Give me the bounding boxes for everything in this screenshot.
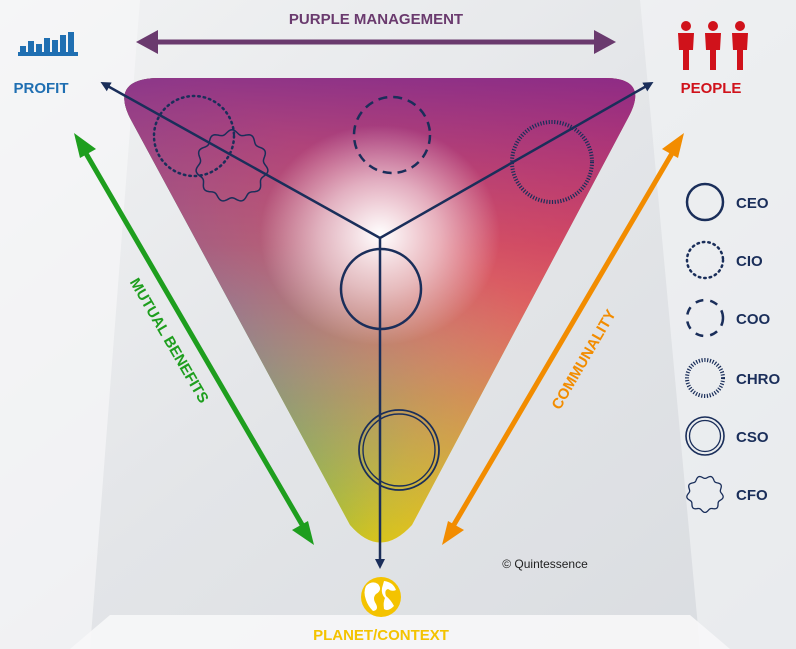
communality-arrow — [442, 133, 684, 545]
floor-platform — [70, 615, 730, 649]
legend-item-cfo: CFO — [686, 475, 768, 514]
legend-label: CFO — [736, 487, 768, 504]
coo-circle — [352, 95, 432, 175]
purple-management-arrow — [136, 30, 616, 54]
legend-label: COO — [736, 311, 771, 328]
legend-item-chro: CHRO — [685, 358, 780, 398]
cfo-circle — [195, 129, 269, 202]
legend-item-ceo: CEO — [685, 182, 769, 222]
people-group-icon — [678, 21, 748, 70]
people-label: PEOPLE — [681, 80, 742, 97]
legend-label: CIO — [736, 253, 763, 270]
ceo-legend-symbol — [685, 182, 725, 222]
chro-legend-symbol — [685, 358, 725, 398]
legend: CEO CIO COO CHRO CSO CFO — [685, 182, 780, 514]
legend-item-cso: CSO — [685, 416, 769, 456]
bar-chart-icon — [18, 32, 78, 56]
cio-circle — [152, 94, 236, 178]
legend-item-coo: COO — [685, 298, 771, 338]
legend-label: CHRO — [736, 371, 780, 388]
mutual-benefits-arrow — [74, 133, 314, 545]
cso-legend-symbol — [685, 416, 725, 456]
ceo-circle — [339, 247, 423, 331]
center-axes — [100, 82, 654, 569]
cio-legend-symbol — [685, 240, 725, 280]
background-panel — [640, 0, 796, 649]
chro-circle — [510, 120, 594, 204]
legend-label: CEO — [736, 195, 769, 212]
cso-circle — [358, 409, 440, 491]
coo-legend-symbol — [685, 298, 725, 338]
profit-label: PROFIT — [14, 80, 69, 97]
purple-management-label: PURPLE MANAGEMENT — [289, 11, 463, 28]
cfo-legend-symbol — [686, 475, 724, 514]
legend-item-cio: CIO — [685, 240, 763, 280]
planet-context-label: PLANET/CONTEXT — [313, 627, 449, 644]
legend-label: CSO — [736, 429, 769, 446]
copyright-text: © Quintessence — [502, 557, 588, 571]
background-panel — [0, 0, 140, 649]
globe-icon — [361, 577, 401, 617]
